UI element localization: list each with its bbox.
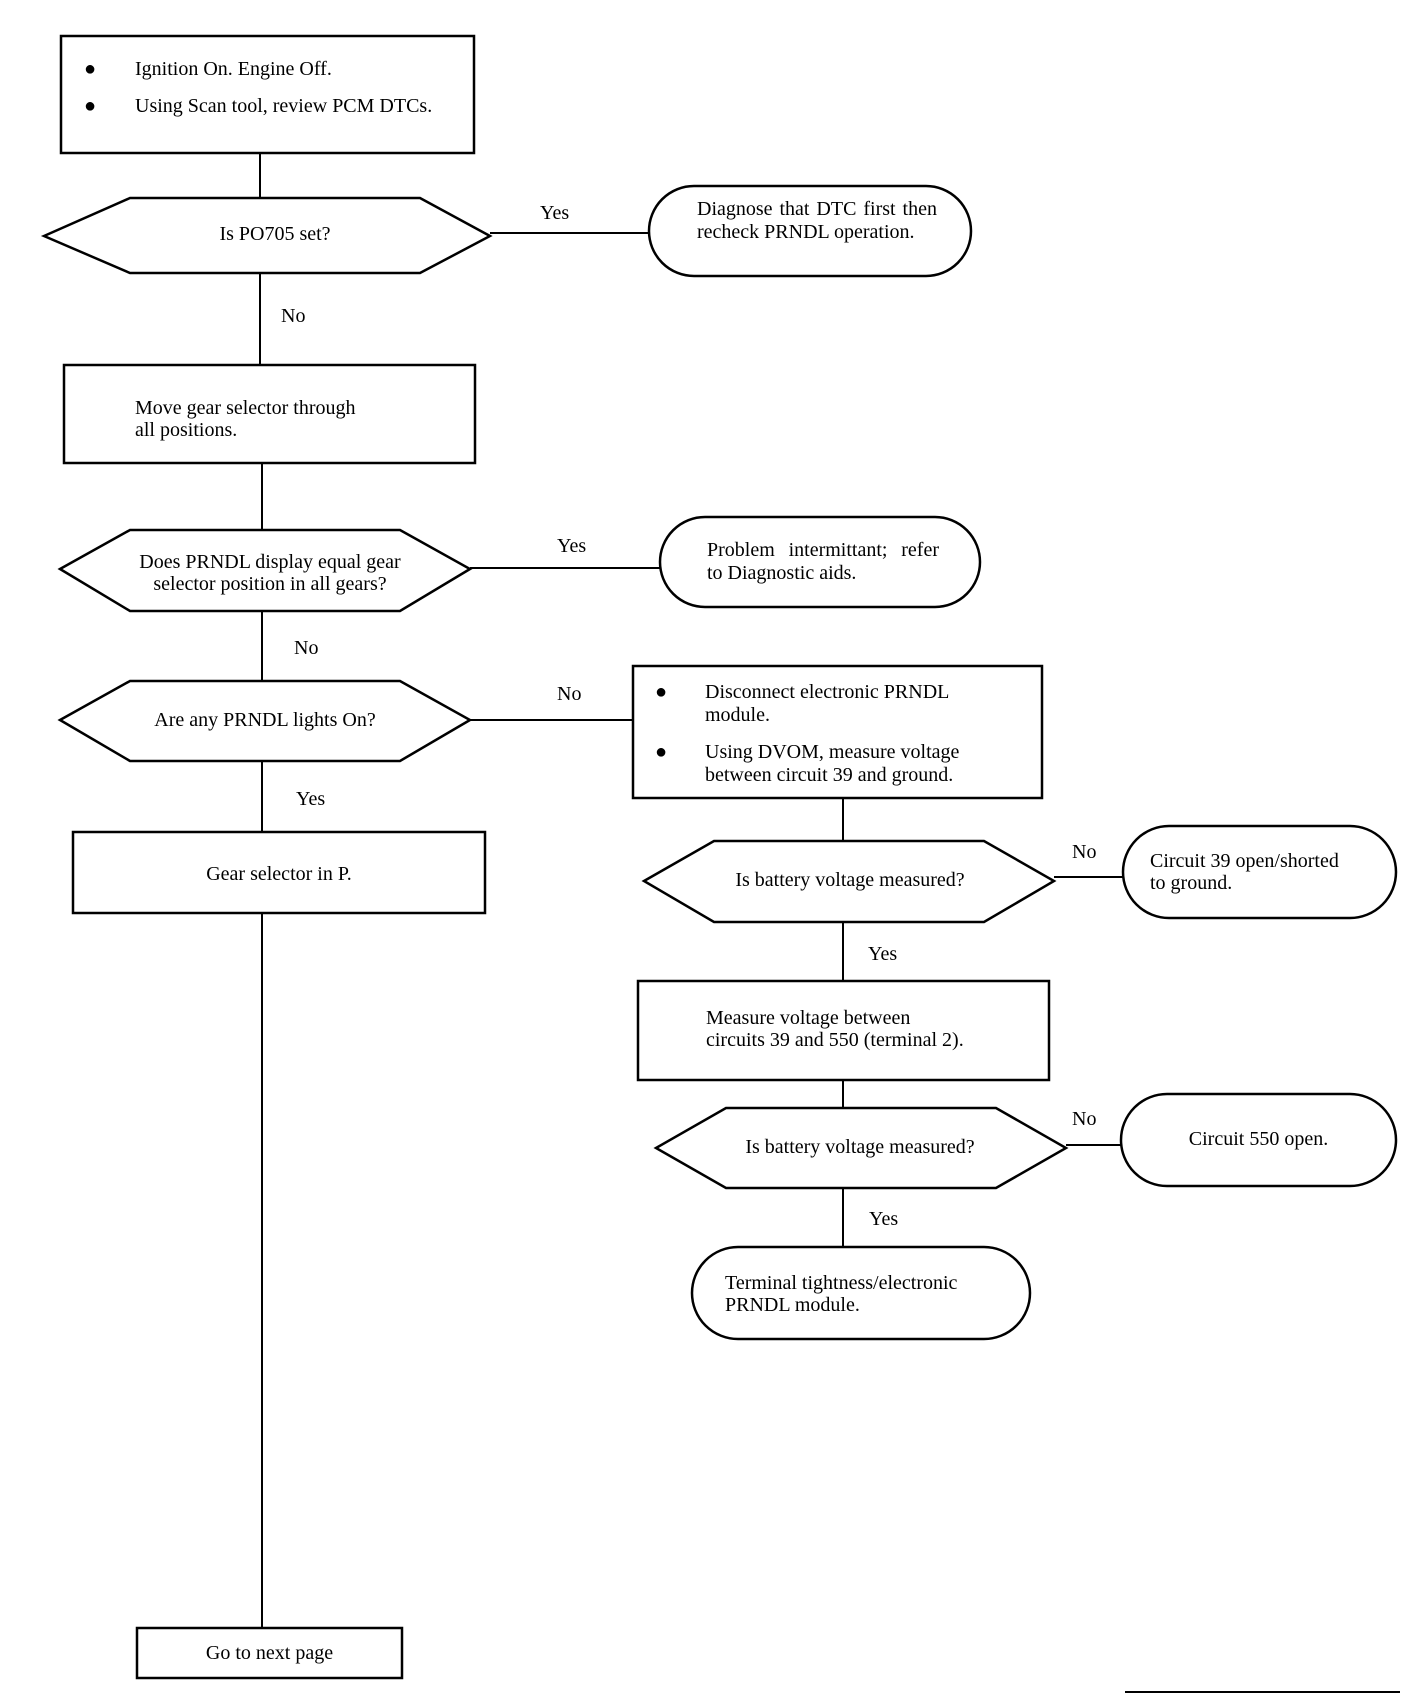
t3-terminal: [1121, 824, 1398, 920]
bullet-icon: ●: [84, 58, 97, 80]
start-item-1: Ignition On. Engine Off.: [135, 58, 332, 80]
t5-terminal: [690, 1245, 1032, 1341]
q3-yes-label: Yes: [296, 788, 326, 810]
next-box: [135, 1626, 404, 1680]
bullet-icon: ●: [655, 741, 668, 763]
q4-decision: [641, 839, 1057, 924]
t5-line-2: PRNDL module.: [725, 1294, 860, 1316]
step4-line-1: Measure voltage between: [706, 1007, 911, 1029]
t4-text: Circuit 550 open.: [1188, 1128, 1329, 1150]
q5-text: Is battery voltage measured?: [745, 1136, 975, 1158]
t2-terminal: [658, 515, 982, 609]
step2-box: [71, 830, 487, 915]
q1-decision: [40, 196, 493, 275]
bullet-icon: ●: [655, 681, 668, 703]
next-page-text: Go to next page: [205, 1642, 334, 1664]
start-item-2: Using Scan tool, review PCM DTCs.: [135, 95, 433, 117]
t5-line-1: Terminal tightness/electronic: [725, 1272, 958, 1294]
q5-yes-label: Yes: [869, 1208, 899, 1230]
bullet-icon: ●: [84, 95, 97, 117]
step3-item-1: Disconnect electronic PRNDL module.: [705, 681, 949, 726]
q2-yes-label: Yes: [557, 535, 587, 557]
t4-terminal: [1119, 1092, 1398, 1188]
t1-text: Diagnose that DTC first then recheck PRN…: [697, 198, 937, 243]
q2-line-2: selector position in all gears?: [153, 573, 387, 595]
q1-yes-label: Yes: [540, 202, 570, 224]
step1-line-1: Move gear selector through: [135, 397, 356, 419]
q1-no-label: No: [281, 305, 306, 327]
step3-item-2: Using DVOM, measure voltage between circ…: [705, 741, 960, 786]
q2-no-label: No: [294, 637, 319, 659]
q5-decision: [653, 1106, 1069, 1190]
step4-line-2: circuits 39 and 550 (terminal 2).: [706, 1029, 964, 1051]
t3-line-2: to ground.: [1150, 872, 1233, 894]
q3-text: Are any PRNDL lights On?: [154, 709, 376, 731]
q1-text: Is PO705 set?: [219, 223, 331, 245]
q4-yes-label: Yes: [868, 943, 898, 965]
q5-no-label: No: [1072, 1108, 1097, 1130]
step1-box: [62, 363, 477, 465]
t2-text: Problem intermittant; refer to Diagnosti…: [707, 539, 939, 584]
q4-text: Is battery voltage measured?: [735, 869, 965, 891]
q2-line-1: Does PRNDL display equal gear: [139, 551, 401, 573]
step2-text: Gear selector in P.: [206, 863, 352, 885]
step1-line-2: all positions.: [135, 419, 238, 441]
q3-no-label: No: [557, 683, 582, 705]
start-box: [59, 34, 476, 155]
t3-line-1: Circuit 39 open/shorted: [1150, 850, 1339, 872]
step3-box: [631, 664, 1044, 800]
t1-terminal: [647, 184, 973, 278]
q4-no-label: No: [1072, 841, 1097, 863]
